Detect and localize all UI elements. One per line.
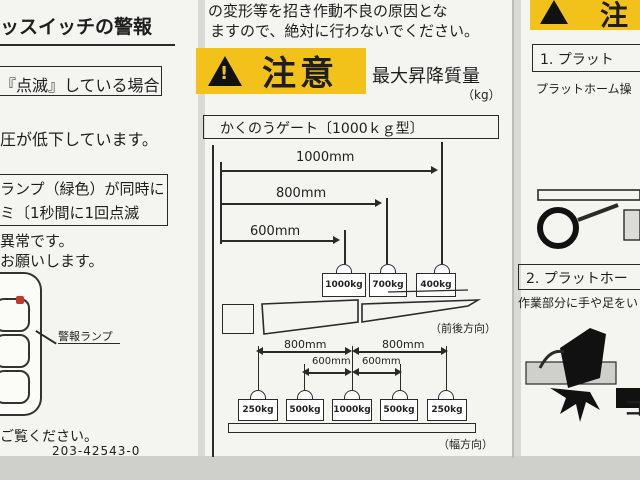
left-blink-rate: ミ〔1秒間に1回点滅 xyxy=(0,204,140,222)
warning-lamp-label: 警報ランプ xyxy=(58,330,113,343)
ref-line-1000 xyxy=(441,142,443,264)
dim-800mm: 800mm xyxy=(276,186,327,201)
width-ref-4 xyxy=(400,364,402,390)
right-step1: 1. プラット xyxy=(540,52,614,68)
weight-1000kg: 1000kg xyxy=(322,273,366,297)
width-label: （幅方向） xyxy=(438,438,493,451)
dim-width-800-right: 800mm xyxy=(382,338,425,351)
left-see: ご覧ください。 xyxy=(0,429,98,445)
dim-width-600-left: 600mm xyxy=(312,356,351,367)
weight-700kg: 700kg xyxy=(369,273,407,297)
ref-line-600 xyxy=(344,230,346,264)
dim-600mm: 600mm xyxy=(250,224,301,239)
knob-1000kg xyxy=(336,264,352,274)
dim-width-600-right: 600mm xyxy=(362,356,401,367)
left-part-number: 203-42543-0 xyxy=(52,444,141,458)
warning-lamp-indicator xyxy=(16,296,24,304)
left-voltage-drop: 圧が低下しています。 xyxy=(0,130,158,149)
hand-pinch-warning-illustration xyxy=(525,328,640,422)
right-step2-sub: 作業部分に手や足をい xyxy=(518,296,639,310)
weight-width-500-left: 500kg xyxy=(286,399,324,421)
ref-line-800 xyxy=(386,198,388,264)
center-panel-right-edge xyxy=(512,0,514,458)
right-step2-box xyxy=(518,264,640,290)
platform-width-bar xyxy=(228,423,476,433)
platform-lift-illustration xyxy=(537,189,640,249)
right-step2: 2. プラットホー xyxy=(526,271,628,287)
knob-w-1000 xyxy=(344,390,360,400)
weight-width-1000: 1000kg xyxy=(332,399,372,421)
knob-700kg xyxy=(380,264,396,274)
left-request: お願いします。 xyxy=(0,252,104,270)
weight-width-250-right: 250kg xyxy=(427,399,467,421)
knob-w-500-right xyxy=(392,390,408,400)
right-caution-char: 注 xyxy=(600,0,629,32)
lamp-label-underline xyxy=(58,343,120,344)
left-blink-box xyxy=(0,66,162,96)
knob-400kg xyxy=(434,264,450,274)
warning-triangle-icon xyxy=(208,56,242,86)
left-lamp-box xyxy=(0,174,168,226)
width-ref-1 xyxy=(258,346,260,390)
top-text-line2: ますので、絶対に行わないでください。 xyxy=(210,22,479,40)
left-lamp-same-time: ランプ（緑色）が同時に xyxy=(0,180,165,198)
max-lift-title: 最大昇降質量 xyxy=(372,66,480,87)
dim-width-800-left: 800mm xyxy=(284,338,327,351)
knob-w-250-left xyxy=(250,390,266,400)
gate-type: かくのうゲート〔1000ｋｇ型〕 xyxy=(220,121,424,137)
right-step1-sub: プラットホーム操 xyxy=(536,82,632,96)
arrow-width-800-right xyxy=(352,348,448,354)
arrow-800mm xyxy=(220,200,382,206)
gate-type-box xyxy=(203,115,499,139)
left-blink-case: 『点滅』している場合 xyxy=(0,76,160,95)
left-abnormal: 異常です。 xyxy=(0,232,74,250)
dim-1000mm: 1000mm xyxy=(296,150,355,165)
width-ref-center xyxy=(352,346,354,390)
arrow-600mm xyxy=(220,237,340,243)
right-cut-char: コ xyxy=(624,396,640,420)
top-text-line1: の変形等を招き作動不良の原因とな xyxy=(208,2,448,20)
knob-w-250-right xyxy=(438,390,454,400)
exclamation-icon: ! xyxy=(220,63,229,84)
arrow-width-600-right xyxy=(352,369,402,375)
arrow-1000mm xyxy=(220,167,438,173)
platform-block-small xyxy=(222,304,254,334)
width-ref-2 xyxy=(304,364,306,390)
weight-width-250-left: 250kg xyxy=(238,399,278,421)
diagram-frame-left xyxy=(212,145,214,457)
left-title: ッスイッチの警報 xyxy=(0,16,153,38)
front-back-label: （前後方向） xyxy=(430,322,496,335)
arrow-width-800-left xyxy=(256,348,352,354)
weight-400kg: 400kg xyxy=(416,273,456,297)
width-ref-5 xyxy=(446,346,448,390)
platform-side-view xyxy=(261,289,482,335)
right-step1-box xyxy=(532,44,640,72)
max-lift-unit: （kg） xyxy=(462,88,501,102)
caution-label: 注意 xyxy=(262,54,338,94)
right-warning-triangle-icon xyxy=(540,0,568,24)
weight-width-500-right: 500kg xyxy=(380,399,418,421)
left-rule xyxy=(0,44,175,46)
label-bottom-edge xyxy=(0,456,640,480)
arrow-width-600-left xyxy=(302,369,352,375)
switch-device-illustration xyxy=(0,272,42,416)
knob-w-500-left xyxy=(297,390,313,400)
